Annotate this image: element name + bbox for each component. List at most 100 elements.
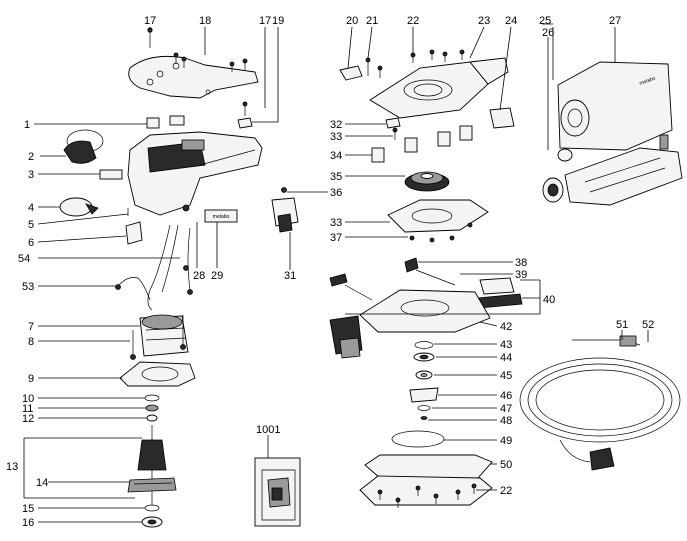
cap-4-tab bbox=[85, 203, 99, 215]
leader-lines bbox=[23, 23, 649, 523]
callout-9: 9 bbox=[28, 373, 34, 385]
callout-36: 36 bbox=[330, 187, 342, 199]
callout-35: 35 bbox=[330, 171, 342, 183]
callout-14: 14 bbox=[36, 477, 48, 489]
callout-38: 38 bbox=[515, 257, 527, 269]
callout-50: 50 bbox=[500, 459, 512, 471]
washers-43-48 bbox=[409, 341, 439, 420]
clamp-bars-40 bbox=[329, 273, 523, 309]
callout-labels: 1 2 3 4 5 6 7 8 9 10 11 12 13 14 15 16 1… bbox=[6, 15, 654, 529]
callout-20: 20 bbox=[346, 15, 358, 27]
callout-32: 32 bbox=[330, 119, 342, 131]
callout-47: 47 bbox=[500, 403, 512, 415]
part-26 bbox=[557, 148, 573, 162]
wires-54 bbox=[147, 224, 193, 311]
callout-17a: 17 bbox=[144, 15, 156, 27]
callout-6: 6 bbox=[28, 237, 34, 249]
bearing-15 bbox=[144, 504, 160, 512]
callout-29: 29 bbox=[211, 270, 223, 282]
power-cable-52 bbox=[519, 335, 681, 471]
callout-18: 18 bbox=[199, 15, 211, 27]
callout-37: 37 bbox=[330, 232, 342, 244]
base-plate-42 bbox=[329, 289, 491, 359]
switch-1 bbox=[146, 115, 185, 129]
callout-10: 10 bbox=[22, 393, 34, 405]
callout-28: 28 bbox=[193, 270, 205, 282]
callout-19: 19 bbox=[272, 15, 284, 27]
callout-42: 42 bbox=[500, 321, 512, 333]
washers-10-12 bbox=[144, 394, 160, 422]
ring-49 bbox=[391, 430, 445, 448]
callout-4: 4 bbox=[28, 202, 34, 214]
field-coil-7 bbox=[139, 314, 189, 357]
callout-3: 3 bbox=[28, 169, 34, 181]
gear-35 bbox=[404, 171, 450, 192]
callout-5: 5 bbox=[28, 219, 34, 231]
callout-39: 39 bbox=[515, 269, 527, 281]
dust-box-frame-25 bbox=[542, 134, 683, 206]
callout-8: 8 bbox=[28, 336, 34, 348]
callout-43: 43 bbox=[500, 339, 512, 351]
latch-24 bbox=[489, 107, 515, 129]
callout-27: 27 bbox=[609, 15, 621, 27]
callout-7: 7 bbox=[28, 321, 34, 333]
callout-11: 11 bbox=[22, 403, 33, 415]
callout-21: 21 bbox=[366, 15, 378, 27]
base-housing-23 bbox=[369, 57, 509, 119]
callout-13: 13 bbox=[6, 461, 18, 473]
brand-text-1: metabo bbox=[213, 214, 230, 220]
callout-26: 26 bbox=[542, 27, 554, 39]
screws-8 bbox=[130, 315, 186, 360]
callout-48: 48 bbox=[500, 415, 512, 427]
callout-23: 23 bbox=[478, 15, 490, 27]
main-housing bbox=[127, 131, 263, 216]
bearing-housing-33-37 bbox=[387, 199, 489, 243]
callout-33b: 33 bbox=[330, 217, 342, 229]
callout-51: 51 bbox=[616, 319, 628, 331]
callout-54: 54 bbox=[18, 253, 30, 265]
callout-17b: 17 bbox=[259, 15, 271, 27]
callout-31: 31 bbox=[284, 270, 296, 282]
callout-40: 40 bbox=[543, 294, 555, 306]
callout-44: 44 bbox=[500, 352, 512, 364]
cable-53 bbox=[115, 277, 151, 301]
metabo-label-29: metabo bbox=[204, 209, 238, 223]
callout-49: 49 bbox=[500, 435, 512, 447]
clips-32-33 bbox=[385, 117, 401, 140]
top-cover-plate bbox=[128, 55, 259, 99]
label-3 bbox=[99, 169, 123, 180]
brand-text-2: metabo bbox=[639, 75, 657, 86]
clamp-38 bbox=[404, 257, 456, 286]
callout-1001: 1001 bbox=[256, 424, 280, 436]
callout-34: 34 bbox=[330, 150, 342, 162]
callout-15: 15 bbox=[22, 503, 34, 515]
levers-20-21 bbox=[339, 57, 383, 81]
callout-52: 52 bbox=[642, 319, 654, 331]
dust-bag-27: metabo bbox=[557, 61, 673, 151]
callout-25: 25 bbox=[539, 15, 551, 27]
part-36 bbox=[271, 187, 299, 233]
screws-17 bbox=[147, 27, 248, 116]
cap-4 bbox=[59, 197, 93, 217]
bushings-34 bbox=[371, 125, 473, 163]
bearing-plate-9 bbox=[119, 361, 196, 387]
bearing-16 bbox=[141, 516, 163, 528]
detail-inset-1001 bbox=[254, 457, 301, 527]
sanding-pad-50 bbox=[359, 454, 493, 506]
screws-22-top bbox=[410, 49, 465, 63]
part-6 bbox=[125, 221, 143, 245]
brush-holder-2 bbox=[63, 129, 104, 164]
callout-24: 24 bbox=[505, 15, 517, 27]
callout-22a: 22 bbox=[407, 15, 419, 27]
callout-33a: 33 bbox=[330, 131, 342, 143]
clip-19 bbox=[237, 117, 253, 129]
callout-22b: 22 bbox=[500, 485, 512, 497]
callout-16: 16 bbox=[22, 517, 34, 529]
callout-1: 1 bbox=[24, 119, 30, 131]
callout-12: 12 bbox=[22, 413, 34, 425]
callout-53: 53 bbox=[22, 281, 34, 293]
callout-45: 45 bbox=[500, 370, 512, 382]
callout-46: 46 bbox=[500, 390, 512, 402]
screws-22-bottom bbox=[377, 483, 477, 508]
